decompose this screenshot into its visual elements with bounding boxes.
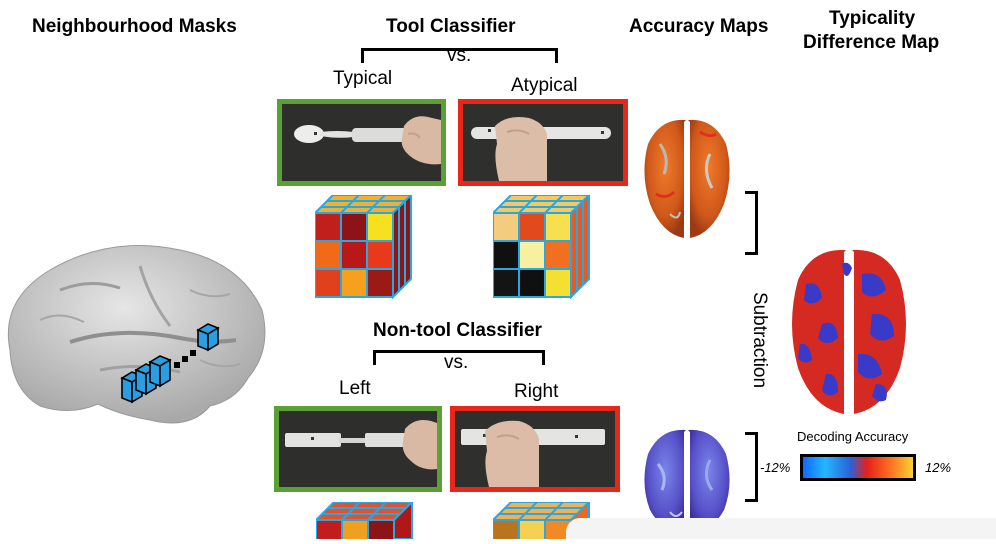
- non-tool-classifier-header: Non-tool Classifier: [373, 320, 542, 341]
- subtraction-label: Subtraction: [749, 291, 770, 389]
- spoon-hand-image: [282, 104, 441, 181]
- tool-classifier-header: Tool Classifier: [386, 16, 516, 37]
- legend-max-label: 12%: [925, 460, 952, 475]
- right-voxel-cube: [490, 499, 593, 544]
- decoding-accuracy-colorbar: [800, 454, 916, 481]
- tool-accuracy-brain-map: [640, 114, 734, 247]
- bottom-overlay-panel: [566, 518, 996, 539]
- neighbourhood-masks-header: Neighbourhood Masks: [32, 16, 237, 37]
- nontool-accuracy-brain-map: [640, 424, 734, 541]
- left-label: Left: [339, 378, 371, 399]
- legend-min-label: -12%: [760, 460, 791, 475]
- bar-hand-left-image: [279, 411, 437, 487]
- nontool-vs-label: vs.: [444, 352, 469, 373]
- right-label: Right: [514, 381, 559, 402]
- typical-grasp-photo: [277, 99, 446, 186]
- left-grasp-photo: [274, 406, 442, 492]
- typical-label: Typical: [333, 68, 393, 89]
- neighbourhood-voxels: [118, 320, 228, 415]
- accuracy-maps-header: Accuracy Maps: [629, 16, 769, 37]
- spoon-hand-atypical-image: [463, 104, 623, 181]
- typicality-header-line1: Typicality: [829, 8, 916, 29]
- atypical-grasp-photo: [458, 99, 628, 186]
- atypical-voxel-cube: [490, 192, 593, 304]
- bar-hand-right-image: [455, 411, 615, 487]
- tool-vs-bracket: [361, 48, 558, 63]
- nontool-vs-bracket: [373, 350, 545, 365]
- left-voxel-cube: [313, 499, 416, 544]
- upper-subtraction-bracket: [745, 191, 758, 255]
- tool-vs-label: vs.: [447, 45, 472, 66]
- typicality-difference-brain-map: [786, 244, 912, 423]
- lower-subtraction-bracket: [745, 432, 758, 502]
- right-grasp-photo: [450, 406, 620, 492]
- typicality-header-line2: Difference Map: [803, 32, 940, 53]
- atypical-label: Atypical: [511, 75, 578, 96]
- typical-voxel-cube: [312, 192, 415, 304]
- legend-title: Decoding Accuracy: [797, 429, 909, 444]
